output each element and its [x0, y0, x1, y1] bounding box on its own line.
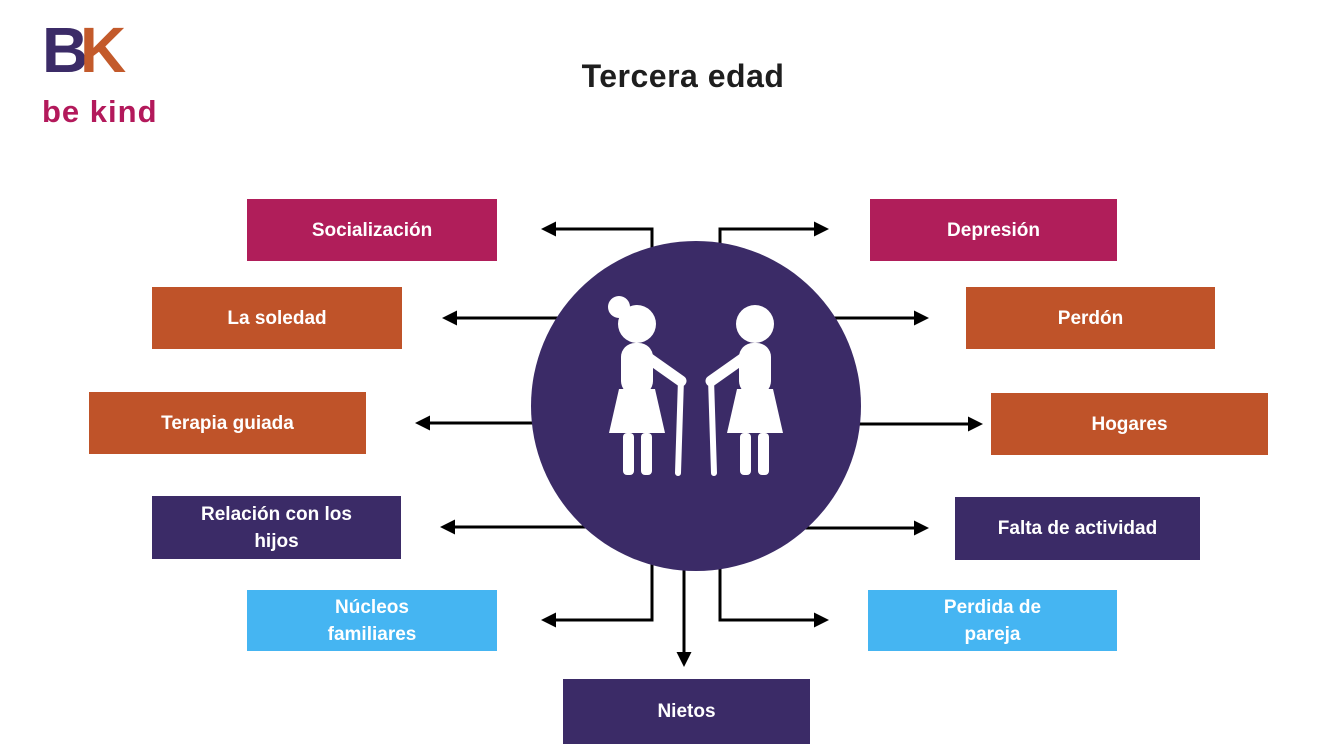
node-la-soledad: La soledad [152, 287, 402, 349]
node-depresion: Depresión [870, 199, 1117, 261]
node-nietos: Nietos [563, 679, 810, 744]
node-perdida-pareja: Perdida de pareja [868, 590, 1117, 651]
node-falta-actividad: Falta de actividad [955, 497, 1200, 560]
logo-wordmark: be kind [42, 94, 158, 129]
be-kind-logo: B K be kind [20, 10, 190, 140]
node-terapia-guiada: Terapia guiada [89, 392, 366, 454]
page-title: Tercera edad [581, 58, 785, 94]
center-circle [531, 241, 861, 571]
logo-letter-b: B [42, 14, 89, 86]
node-socializacion: Socialización [247, 199, 497, 261]
elderly-couple-icon [608, 296, 783, 476]
logo-letter-k: K [80, 14, 127, 86]
node-nucleos-familiares: Núcleos familiares [247, 590, 497, 651]
node-relacion-hijos: Relación con los hijos [152, 496, 401, 559]
node-perdon: Perdón [966, 287, 1215, 349]
node-hogares: Hogares [991, 393, 1268, 455]
